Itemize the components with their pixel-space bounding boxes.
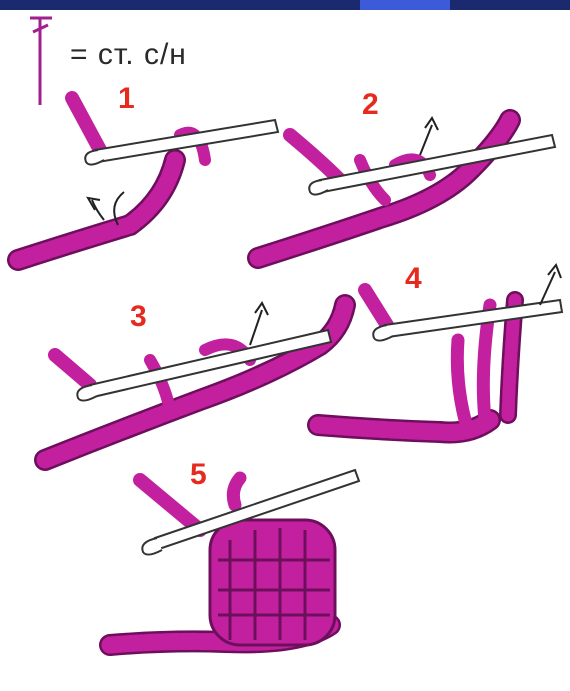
step-2-label: 2 [362,88,379,122]
arrow-icon [250,303,268,345]
step-5-label: 5 [190,458,207,492]
step-1-illustration [18,98,278,260]
double-crochet-symbol-icon [30,18,52,105]
step-1-label: 1 [118,82,135,116]
step-5-illustration [110,470,359,645]
step-3-illustration [45,303,345,460]
step-4-illustration [318,265,562,433]
step-2-illustration [258,118,555,258]
arrow-icon [540,265,561,305]
step-4-label: 4 [405,262,422,296]
step-3-label: 3 [130,300,147,334]
legend-label: = ст. с/н [70,38,187,72]
arrow-icon [420,118,438,155]
crochet-hook-icon [373,300,562,341]
